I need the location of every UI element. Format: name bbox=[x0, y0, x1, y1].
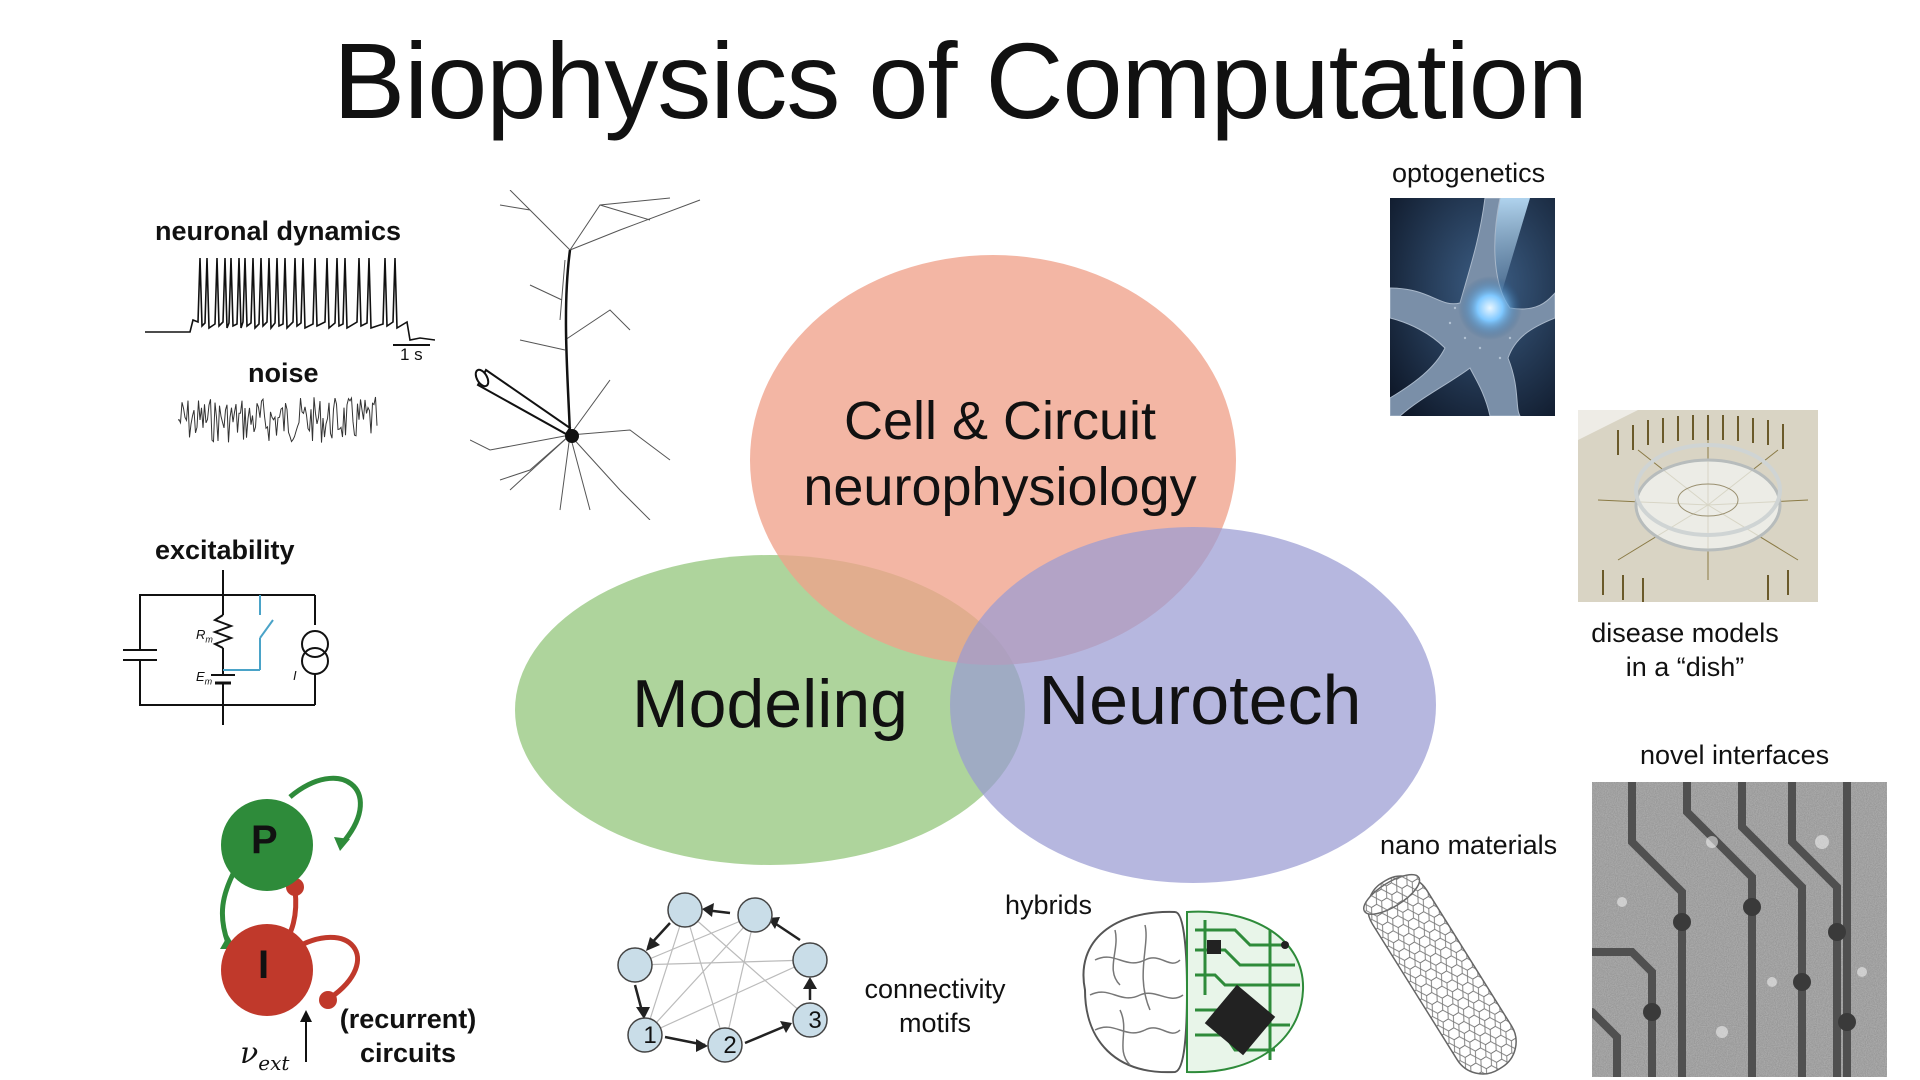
venn-label-neurotech: Neurotech bbox=[1038, 661, 1362, 739]
optogenetics-image bbox=[1390, 198, 1555, 416]
disease-line2: in a “dish” bbox=[1625, 652, 1745, 682]
disease-line1: disease models bbox=[1591, 618, 1779, 648]
spike-train-trace bbox=[145, 257, 435, 346]
pyramidal-neuron-illustration bbox=[470, 190, 701, 520]
recurrent-circuit-diagram bbox=[219, 775, 363, 1016]
novel-interfaces-image bbox=[1592, 782, 1887, 1077]
p-node-label: P bbox=[251, 818, 278, 862]
optogenetics-label: optogenetics bbox=[1392, 158, 1546, 188]
i-node bbox=[221, 924, 313, 1016]
disease-models-label: disease models in a “dish” bbox=[1585, 616, 1785, 684]
noise-label: noise bbox=[248, 358, 319, 388]
connectivity-motifs-label: connectivity motifs bbox=[855, 972, 1015, 1040]
circuit-rm-label: Rm bbox=[196, 627, 213, 645]
motif-node bbox=[707, 1027, 743, 1063]
disease-model-dish-image bbox=[1578, 410, 1818, 602]
recurrent-line2: circuits bbox=[359, 1038, 457, 1068]
recurrent-circuits-label: (recurrent) circuits bbox=[333, 1002, 483, 1070]
connectivity-motif-graph bbox=[617, 892, 828, 1063]
motif-node-label-3: 3 bbox=[808, 1007, 822, 1034]
nu-subscript: ext bbox=[258, 1051, 290, 1075]
circuit-rm-symbol: R bbox=[196, 627, 206, 642]
connectivity-line2: motifs bbox=[898, 1008, 971, 1038]
motif-node-label-2: 2 bbox=[723, 1032, 737, 1059]
motif-node-label-1: 1 bbox=[643, 1022, 657, 1049]
novel-interfaces-label: novel interfaces bbox=[1640, 740, 1830, 770]
scale-bar-label: 1 s bbox=[400, 345, 423, 364]
noise-trace bbox=[178, 396, 378, 443]
external-input-arrow bbox=[300, 1010, 312, 1062]
hybrids-label: hybrids bbox=[1005, 890, 1093, 920]
venn-diagram bbox=[515, 255, 1436, 883]
motif-node bbox=[792, 942, 828, 978]
venn-label-line2: neurophysiology bbox=[803, 457, 1197, 517]
motif-node bbox=[617, 947, 653, 983]
venn-label-neurophysiology: Cell & Circuit neurophysiology bbox=[740, 388, 1260, 520]
motif-node bbox=[792, 1002, 828, 1038]
venn-circle-neurotech bbox=[950, 527, 1436, 883]
recurrent-line1: (recurrent) bbox=[339, 1004, 477, 1034]
i-node-label: I bbox=[258, 943, 270, 987]
nanotube-illustration bbox=[1363, 873, 1517, 1075]
p-node bbox=[221, 799, 313, 891]
motif-node bbox=[627, 1017, 663, 1053]
circuit-em-symbol: E bbox=[196, 669, 205, 684]
nano-materials-label: nano materials bbox=[1380, 830, 1558, 860]
circuit-i-label: I bbox=[293, 668, 297, 683]
circuit-rm-subscript: m bbox=[205, 634, 213, 645]
circuit-em-subscript: m bbox=[204, 676, 213, 687]
motif-node bbox=[737, 897, 773, 933]
motif-node bbox=[667, 892, 703, 928]
membrane-circuit bbox=[123, 570, 329, 725]
excitability-label: excitability bbox=[155, 535, 295, 565]
venn-label-line1: Cell & Circuit bbox=[843, 391, 1157, 451]
brain-chip-hybrid-illustration bbox=[1082, 910, 1305, 1074]
nu-ext-label: νext bbox=[240, 1036, 289, 1075]
slide-title: Biophysics of Computation bbox=[333, 20, 1588, 141]
connectivity-line1: connectivity bbox=[864, 974, 1006, 1004]
neuronal-dynamics-label: neuronal dynamics bbox=[155, 216, 402, 246]
circuit-em-label: Em bbox=[196, 669, 212, 687]
venn-label-modeling: Modeling bbox=[632, 666, 908, 742]
nu-symbol: ν bbox=[240, 1036, 259, 1071]
